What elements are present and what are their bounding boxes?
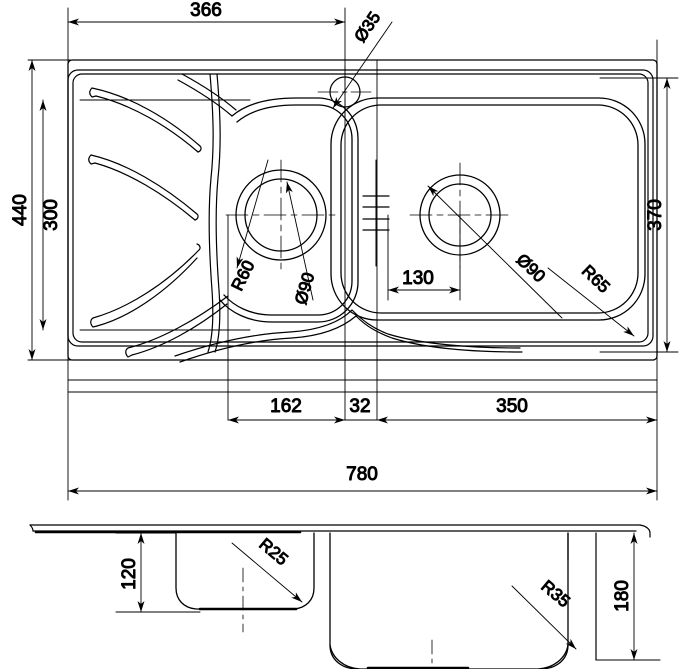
dim-dia90-left-leader [285,181,314,301]
section-deep-bowl [329,532,569,669]
section-shallow-bowl [175,532,315,610]
dim-r35-leader [511,585,577,650]
dim-350-label: 350 [496,396,528,417]
dim-780-label: 780 [346,464,378,485]
dim-dia90-right-label: Ø90 [513,250,549,286]
dim-32-label: 32 [349,396,370,417]
dim-180-label: 180 [612,580,633,612]
right-drain-centerlines [409,162,513,269]
dim-r60-leader [236,159,269,269]
dim-r60-label: R60 [228,257,259,293]
sink-rim-outline [67,69,654,347]
left-bowl-outline [219,97,359,323]
tap-hole-centerlines [317,65,373,121]
bowl-bottom-wave [174,309,523,363]
left-drain-centerlines [225,159,337,271]
dim-366-label: 366 [190,0,222,21]
dim-370-label: 370 [645,199,666,231]
dim-dia35-leader [332,21,393,109]
dim-120 [115,532,201,613]
plan-extension-lines [27,7,679,501]
dim-dia90-left-label: Ø90 [291,270,318,306]
dim-300-label: 300 [41,199,62,231]
dim-r65-leader [547,267,635,337]
section-right-edge [567,532,597,661]
dim-120-label: 120 [119,558,140,590]
dim-dia90-right-leader [427,185,563,319]
dim-180 [595,532,661,661]
dim-130-label: 130 [402,268,434,289]
dim-r65-label: R65 [578,261,614,296]
dim-r25-leader [231,542,303,603]
dim-440-label: 440 [10,194,31,226]
drainer-ribs [88,73,237,358]
right-bowl-outline [330,97,646,321]
dim-r25-label: R25 [255,534,291,569]
dim-162-label: 162 [270,396,302,417]
